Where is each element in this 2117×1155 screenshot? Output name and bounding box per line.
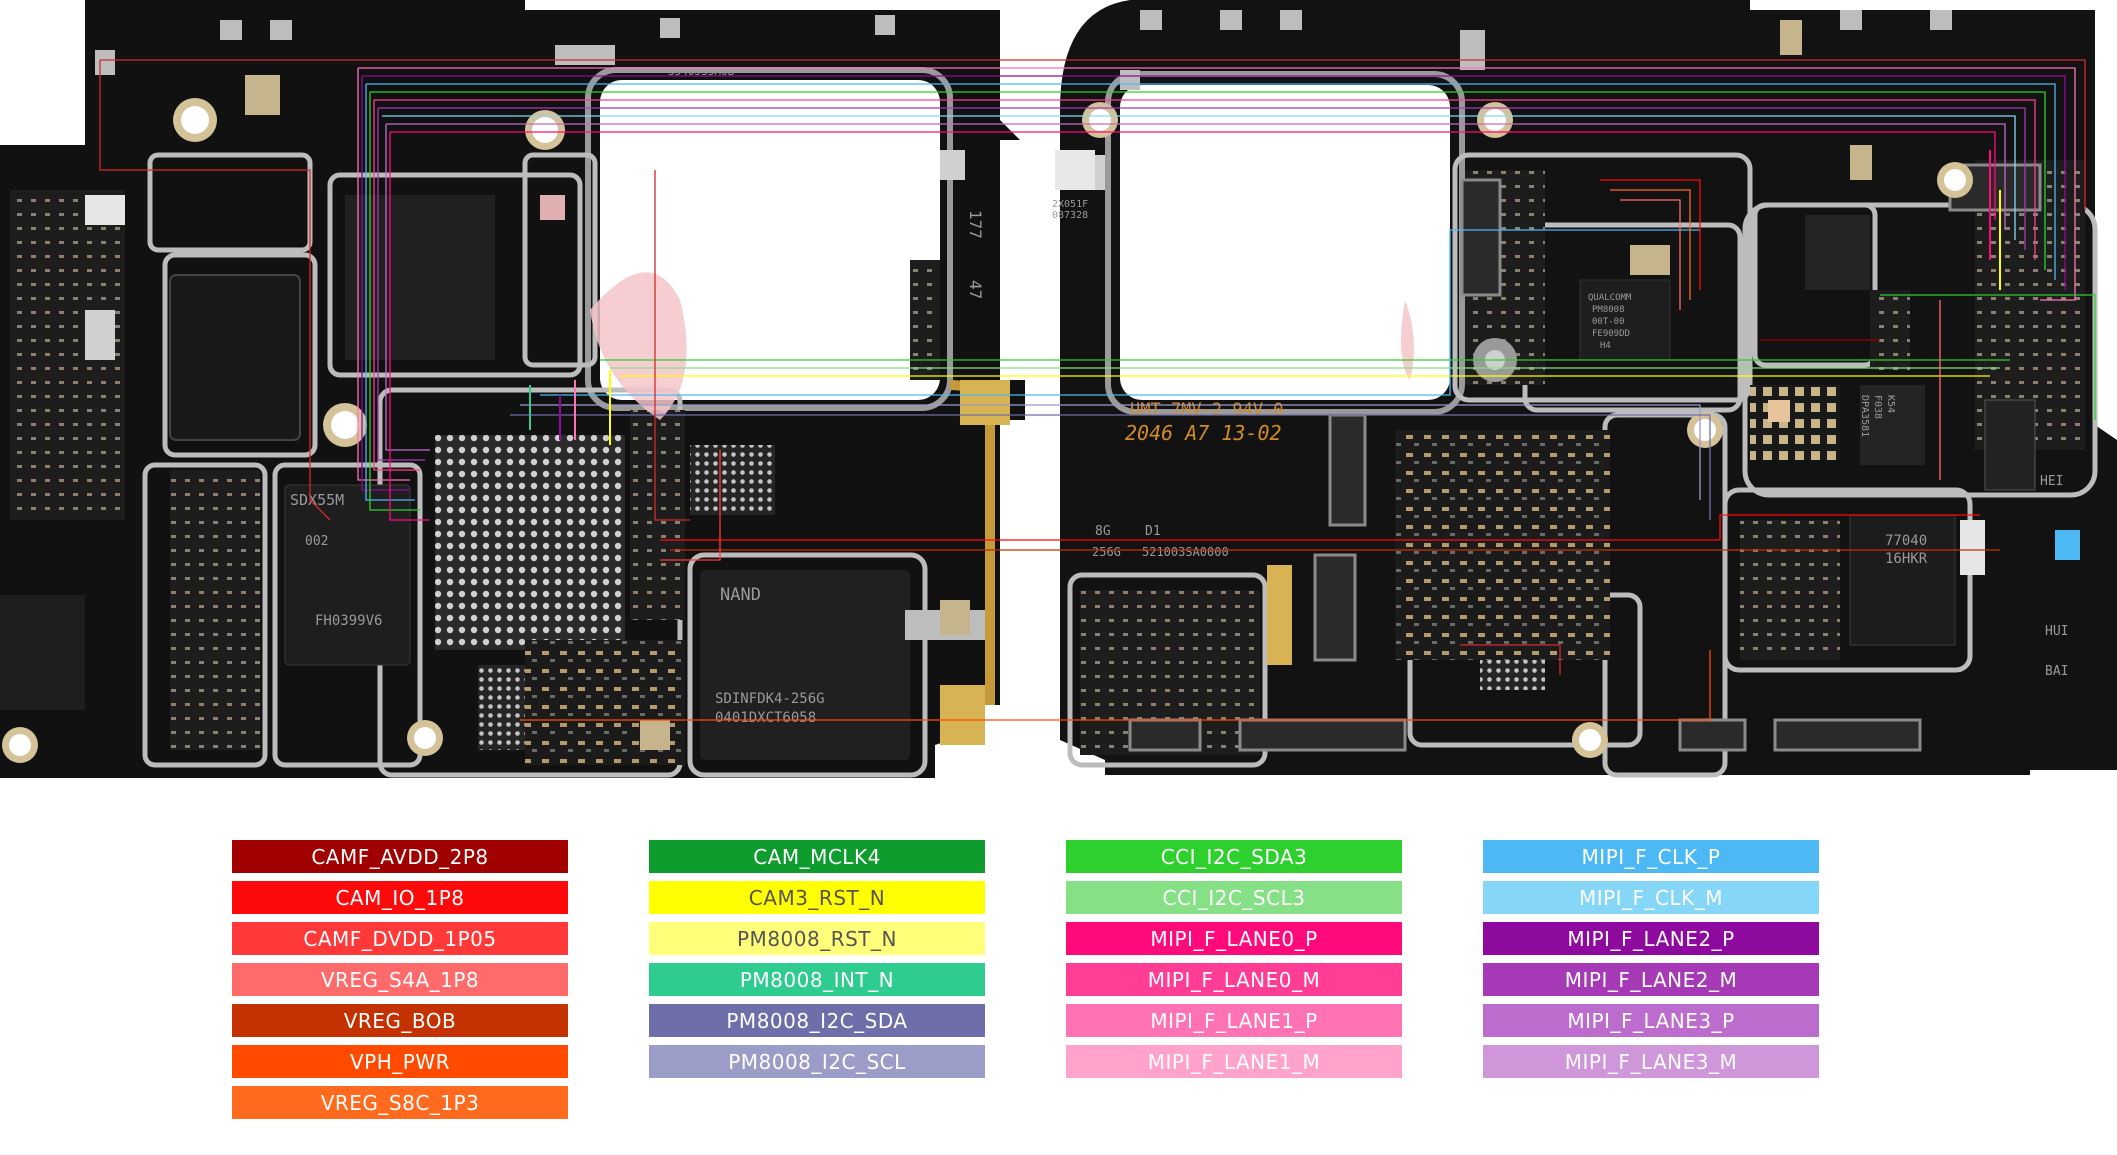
mem-code: 521003SA0000: [1142, 545, 1229, 559]
legend-item: CAMF_AVDD_2P8: [232, 840, 568, 873]
mem-label-256g: 256G: [1092, 545, 1121, 559]
chip-16-label: 16HKR: [1885, 551, 1928, 567]
legend-item: VPH_PWR: [232, 1045, 568, 1078]
legend-item: MIPI_F_LANE1_M: [1066, 1045, 1402, 1078]
qualcomm-pm-label: QUALCOMM: [1588, 293, 1632, 303]
num-47: 47: [966, 280, 985, 299]
qr-text1: 2X051F: [1052, 199, 1088, 210]
legend-item: MIPI_F_LANE3_M: [1483, 1045, 1819, 1078]
chip-77-label: 77040: [1885, 533, 1927, 549]
legend-item: MIPI_F_LANE1_P: [1066, 1004, 1402, 1037]
bai-label: BAI: [2045, 664, 2068, 679]
sdx-code: 002: [305, 534, 328, 549]
pm-code1: PM8008: [1592, 305, 1625, 315]
legend-item: CAM_IO_1P8: [232, 881, 568, 914]
legend-column: MIPI_F_CLK_P MIPI_F_CLK_M MIPI_F_LANE2_P MI…: [1483, 840, 1819, 1086]
legend-item: MIPI_F_LANE2_P: [1483, 922, 1819, 955]
legend-item: VREG_S4A_1P8: [232, 963, 568, 996]
dpa3-label: K54: [1885, 395, 1896, 413]
legend-item: PM8008_RST_N: [649, 922, 985, 955]
model-line1: UMT 7MV-2 94V-0: [1130, 400, 1284, 420]
legend-item: CAM3_RST_N: [649, 881, 985, 914]
legend-item: CAM_MCLK4: [649, 840, 985, 873]
pm-code3: FE909DD: [1592, 329, 1630, 339]
legend-item: MIPI_F_LANE0_M: [1066, 963, 1402, 996]
legend-item: MIPI_F_CLK_M: [1483, 881, 1819, 914]
mem-label-d1: D1: [1145, 524, 1161, 539]
legend-item: CCI_I2C_SDA3: [1066, 840, 1402, 873]
legend-item: VREG_S8C_1P3: [232, 1086, 568, 1119]
nand-label: NAND: [720, 585, 761, 605]
right-board: UMT 7MV-2 94V-0 2046 A7 13-02 8G D1 256G…: [1052, 0, 2117, 778]
sdx-label: SDX55M: [290, 491, 344, 509]
hui-label: HUI: [2045, 624, 2068, 639]
legend-item: MIPI_F_LANE3_P: [1483, 1004, 1819, 1037]
left-board: 3540J35M0B SDX55M 002 FH0399V6 NAND SDIN…: [0, 0, 1025, 778]
qr-text2: 087328: [1052, 210, 1088, 221]
legend-item: CCI_I2C_SCL3: [1066, 881, 1402, 914]
hei-label: HEI: [2040, 474, 2063, 489]
board-diagram: 3540J35M0B SDX55M 002 FH0399V6 NAND SDIN…: [0, 0, 2117, 778]
legend-item: PM8008_I2C_SDA: [649, 1004, 985, 1037]
pcb-svg: 3540J35M0B SDX55M 002 FH0399V6 NAND SDIN…: [0, 0, 2117, 778]
legend-item: CAMF_DVDD_1P05: [232, 922, 568, 955]
pm-code2: 00T-00: [1592, 317, 1625, 327]
model-line2: 2046 A7 13-02: [1125, 421, 1282, 445]
qr-code: [1055, 150, 1095, 190]
legend-item: MIPI_F_LANE0_P: [1066, 922, 1402, 955]
num-177: 177: [966, 210, 985, 239]
fh-label: FH0399V6: [315, 613, 382, 629]
signal-traces: [99, 59, 2096, 721]
pm-code4: H4: [1600, 341, 1611, 351]
legend-item: MIPI_F_CLK_P: [1483, 840, 1819, 873]
sdinfo-label: SDINFDK4-256G: [715, 691, 825, 707]
legend-item: VREG_BOB: [232, 1004, 568, 1037]
legend-item: PM8008_INT_N: [649, 963, 985, 996]
legend-item: PM8008_I2C_SCL: [649, 1045, 985, 1078]
dpa2-label: F038: [1872, 395, 1883, 419]
legend-item: MIPI_F_LANE2_M: [1483, 963, 1819, 996]
mem-label-8g: 8G: [1095, 524, 1111, 539]
sdinfo2-label: 0401DXCT6058: [715, 710, 816, 726]
dpa-label: DPA3581: [1859, 395, 1870, 437]
